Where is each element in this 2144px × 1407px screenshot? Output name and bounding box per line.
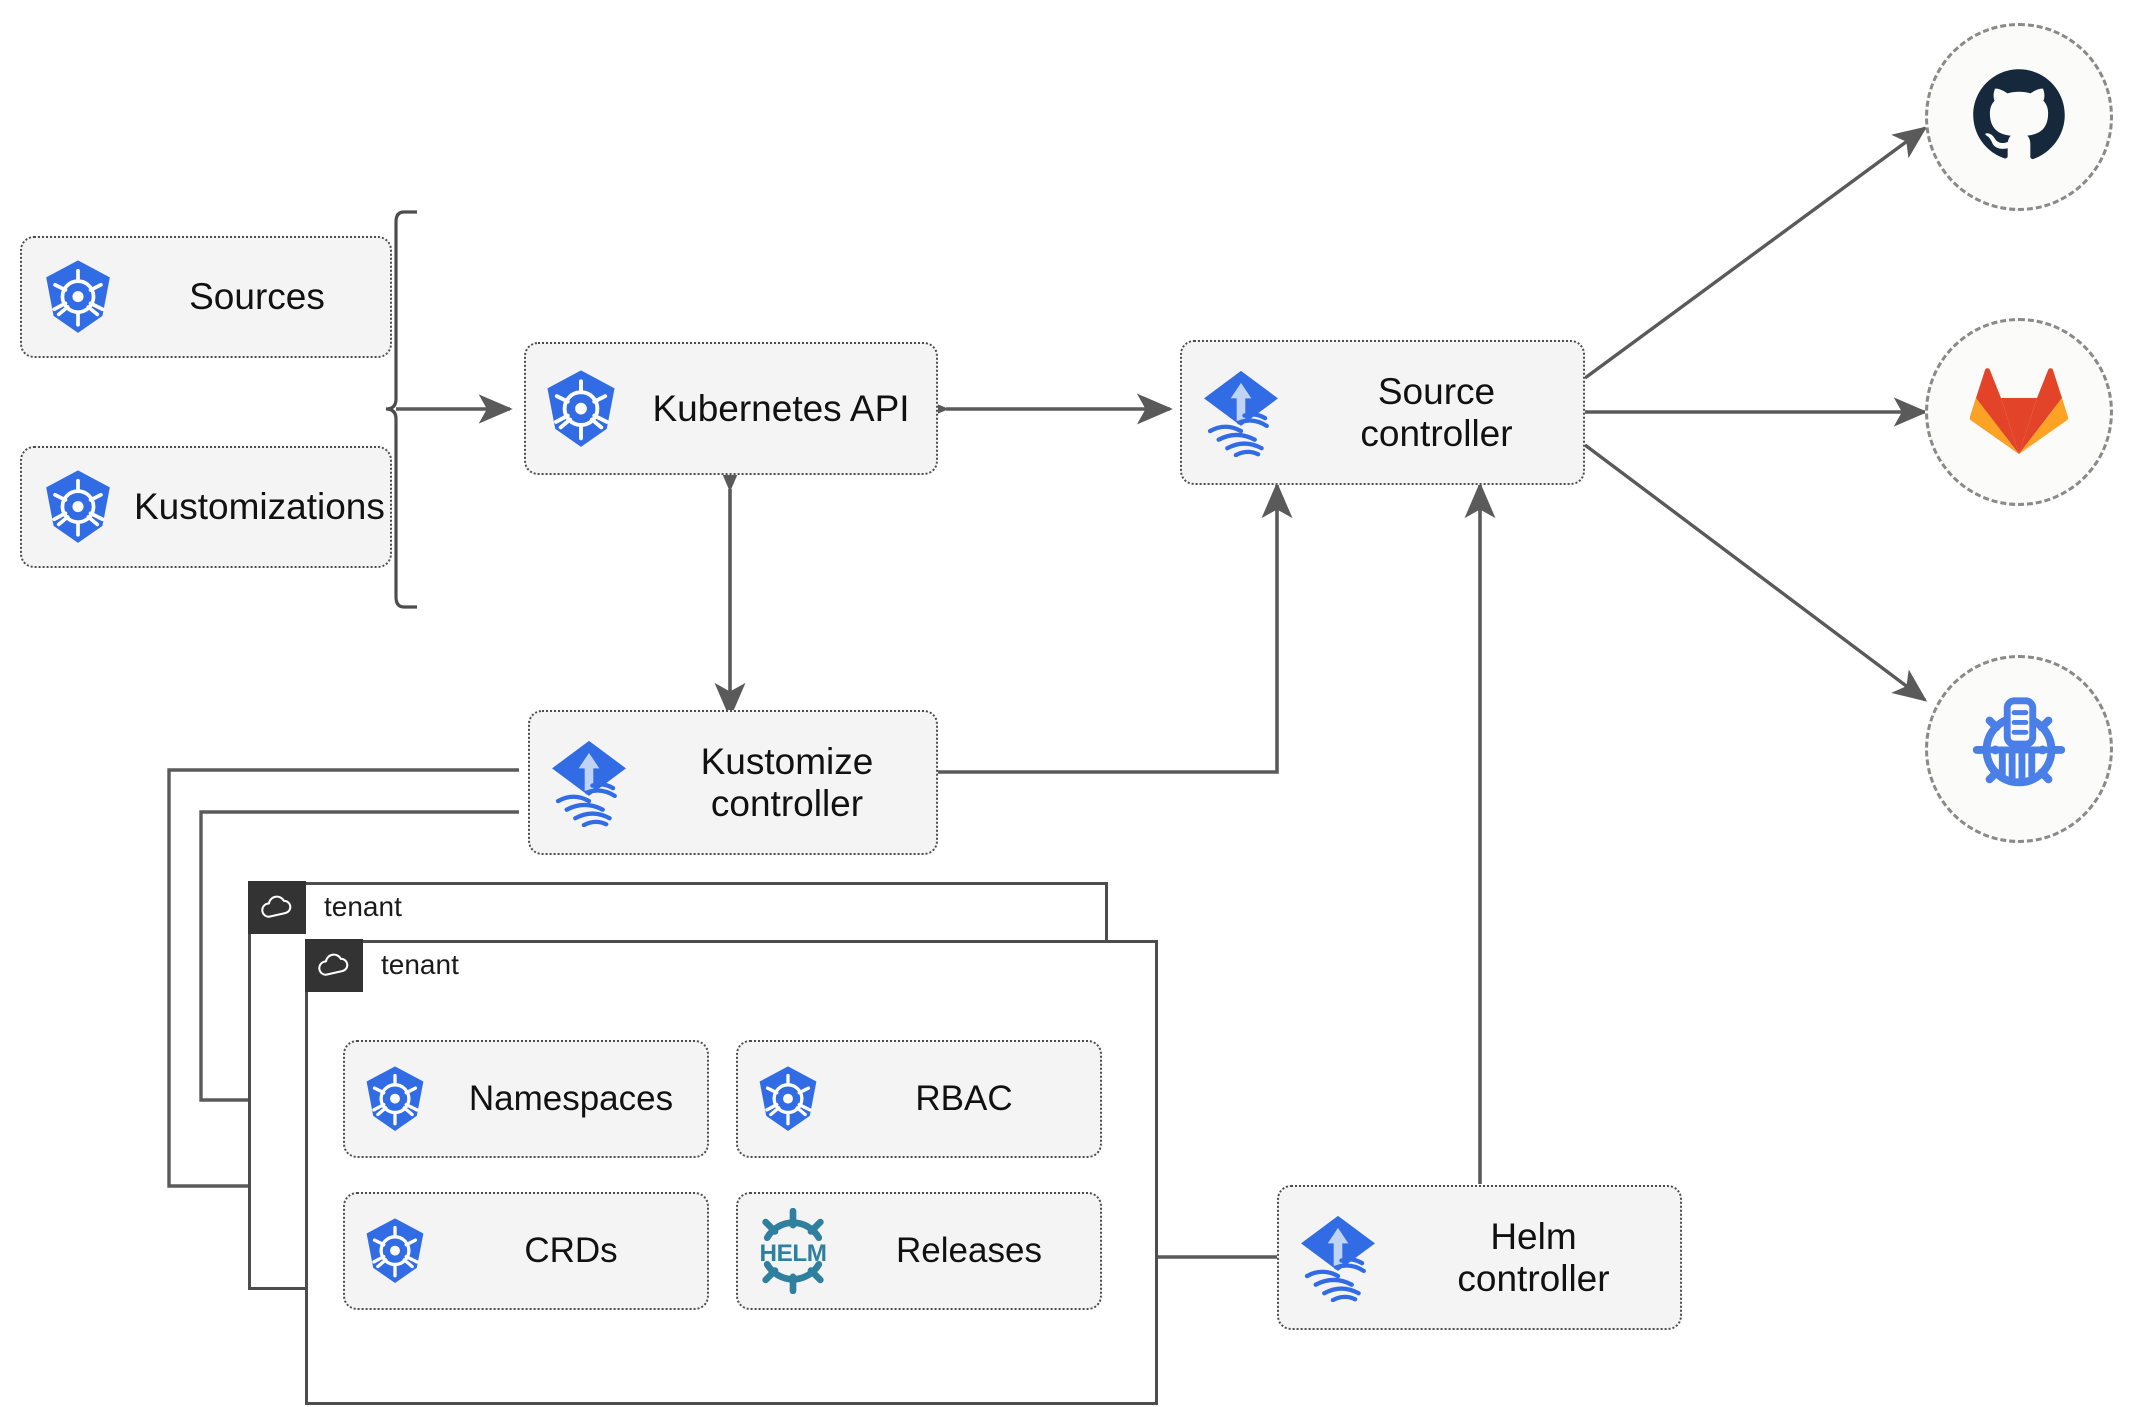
gitlab-icon: [1969, 362, 2069, 463]
endpoint-gitlab[interactable]: [1925, 318, 2113, 506]
node-namespaces[interactable]: Namespaces: [343, 1040, 709, 1158]
tenant-label: tenant: [381, 949, 459, 980]
tenant-label: tenant: [324, 891, 402, 922]
kubernetes-icon: [22, 258, 134, 336]
kubernetes-icon: [526, 368, 636, 450]
node-label: Kubernetes API: [652, 387, 910, 429]
tenant-header: tenant: [305, 938, 459, 992]
node-kustomizations[interactable]: Kustomizations: [20, 446, 392, 568]
node-label: RBAC: [915, 1079, 1013, 1119]
node-kustomize-controller[interactable]: Kustomize controller: [528, 710, 938, 855]
flux-icon: [530, 739, 648, 827]
node-rbac[interactable]: RBAC: [736, 1040, 1102, 1158]
node-label: Source controller: [1360, 370, 1513, 454]
node-label: Kustomize controller: [700, 740, 874, 824]
wire-kustomize-to-source-controller: [938, 482, 1293, 774]
kubernetes-icon: [22, 468, 134, 546]
tenant-frame-front[interactable]: tenant: [305, 938, 1158, 1405]
wire-source-controller-to-helm-repository: [1583, 443, 1928, 702]
kubernetes-icon: [345, 1064, 445, 1134]
node-label: Helm controller: [1457, 1215, 1610, 1299]
svg-text:HELM: HELM: [759, 1240, 826, 1267]
node-label: Releases: [896, 1231, 1042, 1271]
cloud-icon: [248, 880, 306, 934]
node-label: Namespaces: [468, 1079, 674, 1119]
wire-source-controller-to-github: [1583, 126, 1928, 380]
helm-icon: HELM: [738, 1208, 848, 1294]
kubernetes-icon: [738, 1064, 838, 1134]
node-label: Kustomizations: [134, 486, 385, 528]
endpoint-github[interactable]: [1925, 23, 2113, 211]
node-label: Sources: [189, 276, 325, 318]
tenant-header: tenant: [248, 880, 402, 934]
endpoint-helm-repository[interactable]: [1925, 655, 2113, 843]
flux-icon: [1279, 1214, 1397, 1302]
node-sources[interactable]: Sources: [20, 236, 392, 358]
node-source-controller[interactable]: Source controller: [1180, 340, 1585, 485]
helm-repository-icon: [1965, 693, 2073, 806]
node-helm-controller[interactable]: Helm controller: [1277, 1185, 1682, 1330]
kubernetes-icon: [345, 1216, 445, 1286]
node-label: CRDs: [524, 1231, 618, 1271]
github-icon: [1967, 63, 2071, 172]
cloud-icon: [305, 938, 363, 992]
node-releases[interactable]: HELM Releases: [736, 1192, 1102, 1310]
node-kubernetes-api[interactable]: Kubernetes API: [524, 342, 938, 475]
node-crds[interactable]: CRDs: [343, 1192, 709, 1310]
flux-icon: [1182, 369, 1300, 457]
